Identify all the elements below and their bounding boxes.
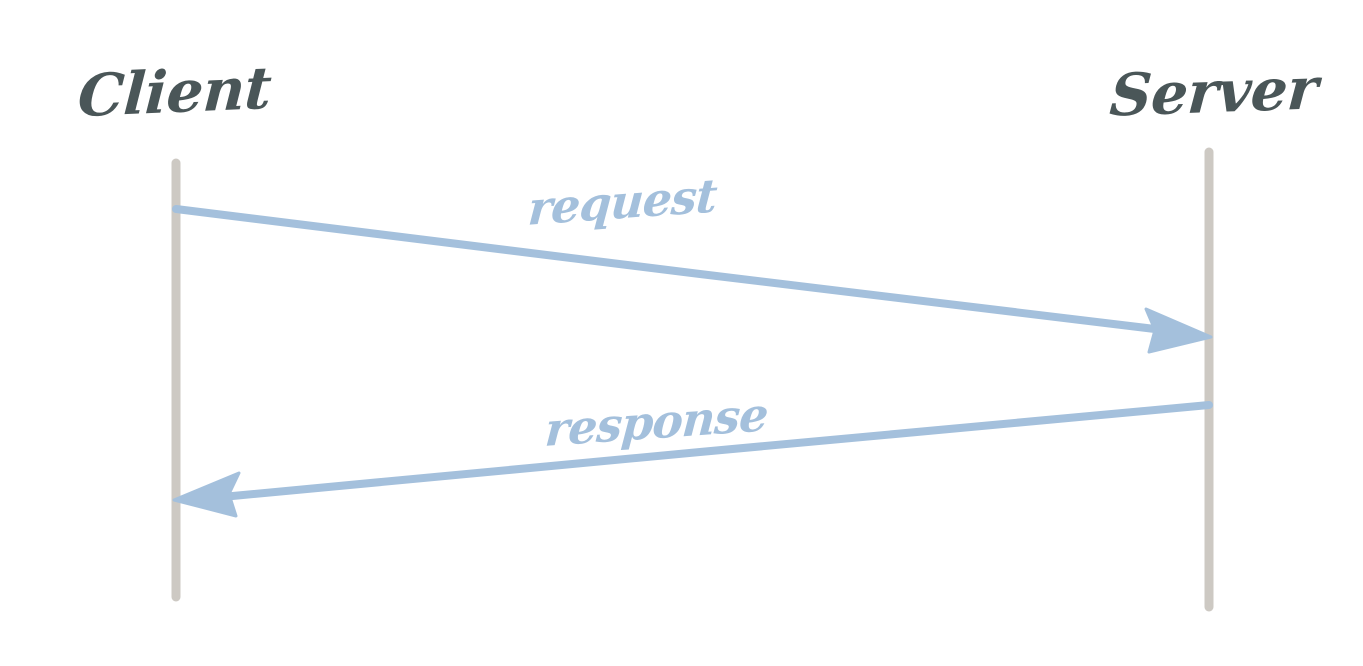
- message-arrow-response[interactable]: [172, 401, 1213, 518]
- message-arrow-request[interactable]: [172, 205, 1213, 354]
- actor-label-client: Client: [76, 53, 274, 131]
- actor-label-server: Server: [1107, 54, 1320, 130]
